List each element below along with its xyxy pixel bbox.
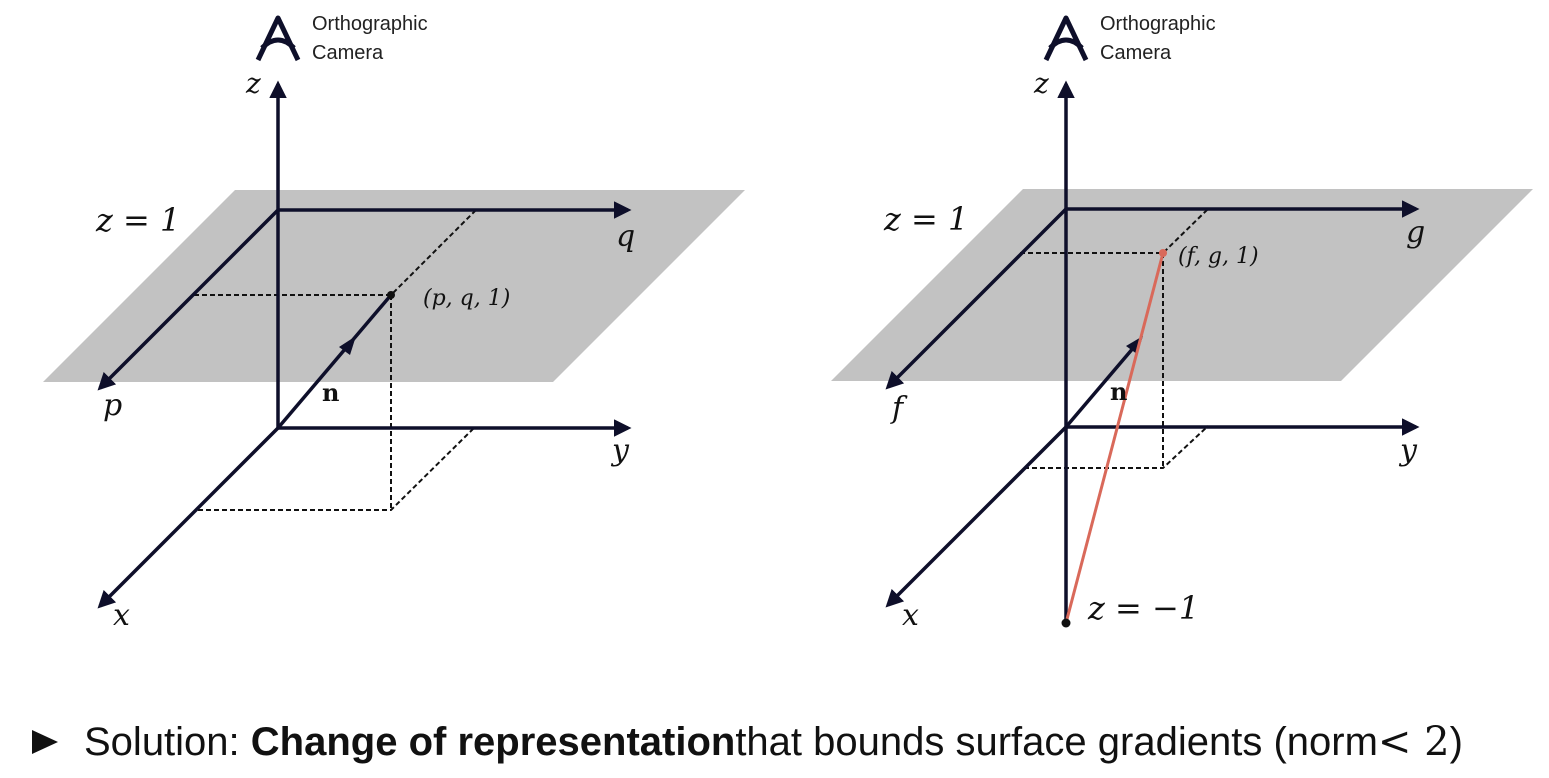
origin-point-marker — [1061, 618, 1071, 628]
bullet-middle: that bounds surface gradients (norm — [735, 719, 1378, 764]
f-axis — [885, 207, 1068, 390]
normal-vector — [276, 293, 393, 430]
normal-arrowhead — [339, 336, 356, 355]
y-label: y — [610, 433, 630, 468]
z-label: z — [245, 67, 261, 100]
bullet-suffix: ) — [1449, 719, 1463, 764]
origin-label: z = −1 — [1087, 589, 1199, 627]
bullet-bold-phrase: Change of representation — [250, 719, 736, 764]
point-marker — [1159, 249, 1167, 257]
diagram-stage: Orthographic Camera z z = 1 q p (p, q, 1… — [43, 13, 1533, 633]
point-label: (p, q, 1) — [423, 286, 510, 311]
x-label: x — [113, 598, 130, 633]
g-label: g — [1406, 215, 1425, 250]
plane-dashes — [1020, 208, 1209, 254]
x-label: x — [902, 598, 919, 633]
normal-vector — [1064, 338, 1142, 429]
bullet-triangle-icon — [32, 730, 58, 754]
projection-line — [1064, 252, 1165, 624]
camera-label-line1: Orthographic — [1100, 13, 1216, 35]
bullet-math: < 2 — [1377, 719, 1450, 765]
y-label: y — [1398, 433, 1418, 468]
xy-projection-dashes — [1024, 425, 1209, 469]
x-axis — [97, 426, 280, 609]
f-label: f — [890, 391, 908, 426]
camera-icon — [1043, 15, 1089, 62]
solution-bullet: Solution: Change of representation that … — [32, 712, 1463, 772]
plane-label: z = 1 — [95, 201, 180, 239]
p-axis — [97, 208, 280, 391]
point-label: (f, g, 1) — [1178, 244, 1259, 269]
right-diagram: Orthographic Camera z z = 1 g f (f, g, 1… — [831, 13, 1533, 633]
plane-z1 — [43, 190, 745, 382]
xy-projection-dashes — [198, 426, 476, 511]
point-marker — [387, 291, 395, 299]
bullet-prefix: Solution: — [84, 719, 240, 764]
plane-label: z = 1 — [883, 200, 968, 238]
x-axis — [885, 425, 1068, 608]
q-label: q — [616, 219, 635, 254]
camera-label-line2: Camera — [1100, 42, 1172, 64]
camera-label-line1: Orthographic — [312, 13, 428, 35]
camera-icon — [255, 15, 301, 62]
normal-label: n — [322, 378, 339, 407]
left-diagram: Orthographic Camera z z = 1 q p (p, q, 1… — [43, 13, 745, 633]
z-label: z — [1033, 67, 1049, 100]
plane-z1 — [831, 189, 1533, 381]
p-label: p — [103, 388, 122, 423]
normal-label: n — [1110, 377, 1127, 406]
camera-label-line2: Camera — [312, 42, 384, 64]
